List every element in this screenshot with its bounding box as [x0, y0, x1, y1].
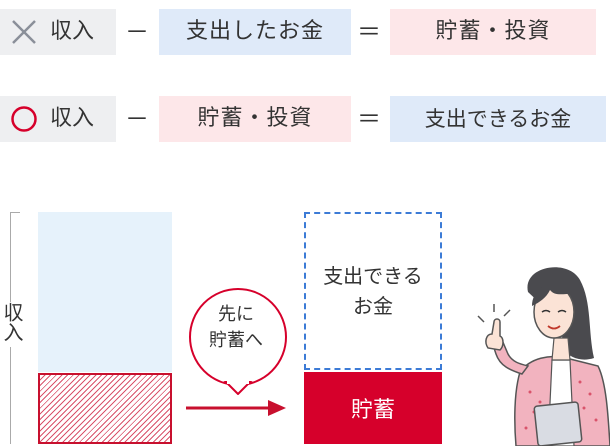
- formula-wrong-minus: －: [125, 18, 149, 46]
- formula-right-result: 支出できるお金: [390, 96, 606, 142]
- formula-wrong-spent: 支出したお金: [159, 9, 351, 55]
- income-bracket-top: [10, 212, 20, 213]
- formula-wrong-income-box: [0, 9, 116, 55]
- formula-wrong-equals: ＝: [357, 18, 381, 46]
- savings-box: 貯蓄: [304, 372, 442, 444]
- formula-wrong-income: 収入: [50, 19, 95, 44]
- formula-wrong-result: 貯蓄・投資: [390, 9, 596, 55]
- spendable-line1: 支出できる: [323, 264, 423, 288]
- woman-pointing-illustration: [477, 267, 610, 446]
- income-vertical-text: 収入: [0, 302, 24, 342]
- income-bar: [38, 212, 172, 372]
- speech-bubble-text: 先に 貯蓄へ: [191, 302, 281, 354]
- formula-right-savings: 貯蓄・投資: [159, 96, 351, 142]
- speech-bubble-line2: 貯蓄へ: [209, 330, 263, 351]
- arrow-right-icon: [186, 400, 286, 416]
- income-vertical-label: 収入: [0, 302, 24, 347]
- cross-icon: [12, 20, 36, 44]
- spendable-money-box: 支出できる お金: [304, 212, 442, 370]
- formula-right-minus: －: [125, 105, 149, 133]
- savings-hatched-block: [38, 373, 172, 444]
- circle-icon: [11, 106, 37, 132]
- formula-right-equals: ＝: [357, 105, 381, 133]
- spendable-line2: お金: [353, 294, 393, 318]
- formula-right-income: 収入: [50, 106, 95, 131]
- formula-right-income-box: [0, 96, 116, 142]
- speech-bubble: [189, 288, 287, 395]
- speech-bubble-line1: 先に: [218, 304, 254, 325]
